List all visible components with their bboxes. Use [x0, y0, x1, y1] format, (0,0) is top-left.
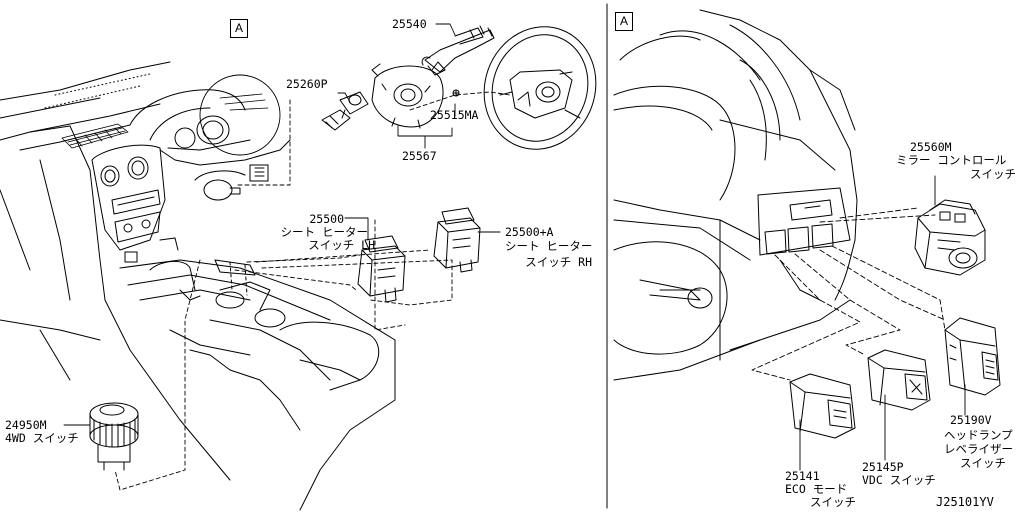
- part-25190V-headlamp-leveler: [945, 318, 1000, 395]
- label-25190V-name3: スイッチ: [960, 456, 1006, 470]
- label-25190V-name2: レベライザー: [944, 442, 1013, 456]
- label-25500A-name2: スイッチ RH: [525, 255, 592, 269]
- steering-wheel: [467, 11, 613, 165]
- part-25145P-vdc-switch: [868, 350, 930, 410]
- part-25567-spiral-cable: [372, 62, 459, 128]
- dashboard-overview: [0, 62, 395, 510]
- label-25515MA: 25515MA: [430, 108, 479, 122]
- label-25145P-number: 25145P: [862, 460, 904, 474]
- label-25500-name2: スイッチ LH: [308, 238, 375, 252]
- label-25141-name2: スイッチ: [810, 495, 856, 509]
- label-25141-name1: ECO モード: [785, 482, 848, 496]
- label-25540: 25540: [392, 17, 427, 31]
- label-25190V-number: 25190V: [950, 413, 992, 427]
- dashboard-closeup: [614, 10, 857, 380]
- right-leaders: [752, 208, 945, 380]
- label-25567: 25567: [402, 149, 437, 163]
- part-25560M-mirror-control: [915, 200, 985, 275]
- label-24950M-number: 24950M: [5, 418, 47, 432]
- label-25145P-name: VDC スイッチ: [862, 473, 936, 487]
- part-24950M-4wd-switch: [90, 403, 138, 470]
- label-25500A-number: 25500+A: [505, 225, 554, 239]
- diagram-code: J25101YV: [936, 495, 994, 509]
- view-marker-right: A: [615, 12, 633, 31]
- part-25141-eco-mode-switch: [790, 374, 855, 438]
- label-25500A-name1: シート ヒーター: [505, 239, 593, 253]
- label-25560M-name1: ミラー コントロール: [896, 153, 1007, 167]
- part-25540-combination-switch: [422, 26, 494, 75]
- label-24950M-name: 4WD スイッチ: [5, 431, 79, 445]
- left-leaders: [64, 24, 965, 490]
- part-25260P-switch: [322, 92, 368, 130]
- label-25141-number: 25141: [785, 469, 820, 483]
- view-marker-left: A: [230, 19, 248, 38]
- part-25500-seat-heater-lh: [358, 236, 405, 302]
- part-25500A-seat-heater-rh: [434, 208, 480, 272]
- label-25260P: 25260P: [286, 77, 328, 91]
- label-25500-name1: シート ヒーター: [280, 225, 368, 239]
- label-25500-number: 25500: [309, 212, 344, 226]
- label-25190V-name1: ヘッドランプ: [944, 428, 1013, 442]
- label-25560M-number: 25560M: [910, 140, 952, 154]
- label-25560M-name2: スイッチ: [970, 167, 1016, 181]
